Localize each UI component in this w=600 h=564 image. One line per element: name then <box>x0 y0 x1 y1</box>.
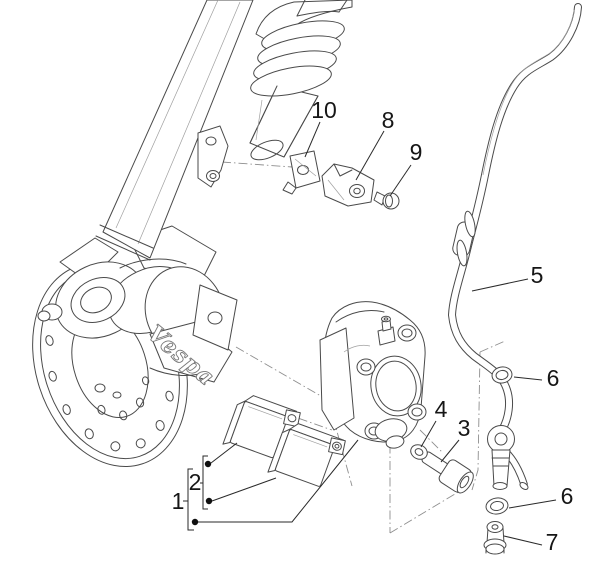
hose-clip <box>282 150 321 195</box>
bleeder-valve <box>377 315 396 346</box>
banjo-bolt <box>483 521 507 555</box>
callout-8: 8 <box>382 107 395 133</box>
suspension-spring <box>249 20 345 161</box>
clamp-screw <box>373 191 400 210</box>
callout-4: 4 <box>435 396 448 422</box>
brake-pad-outer <box>267 423 346 487</box>
callout-3: 3 <box>458 415 471 441</box>
banjo-fitting <box>487 425 515 490</box>
front-fork-leg <box>95 0 254 261</box>
caliper-mount-bolt <box>421 451 474 494</box>
callout-2: 2 <box>189 469 202 495</box>
callout-labels: 1 2 3 4 5 6 6 7 8 9 10 <box>172 97 574 555</box>
callout-5: 5 <box>531 262 544 288</box>
callout-10: 10 <box>311 97 337 123</box>
callout-leaders <box>183 121 557 546</box>
sealing-washer-upper <box>491 366 513 384</box>
hose-clamp-bracket-boss <box>197 125 229 188</box>
callout-9: 9 <box>410 139 423 165</box>
callout-7: 7 <box>546 529 559 555</box>
bracket-1 <box>187 468 194 531</box>
callout-1: 1 <box>172 488 185 514</box>
brake-pad-inner <box>222 395 301 459</box>
brake-caliper <box>319 301 427 449</box>
sealing-washer-lower <box>485 497 509 515</box>
callout-6a: 6 <box>547 365 560 391</box>
callout-6b: 6 <box>561 483 574 509</box>
bolt-washer <box>410 444 428 460</box>
hose-sleeve <box>452 210 476 267</box>
hose-clamp <box>321 163 375 207</box>
